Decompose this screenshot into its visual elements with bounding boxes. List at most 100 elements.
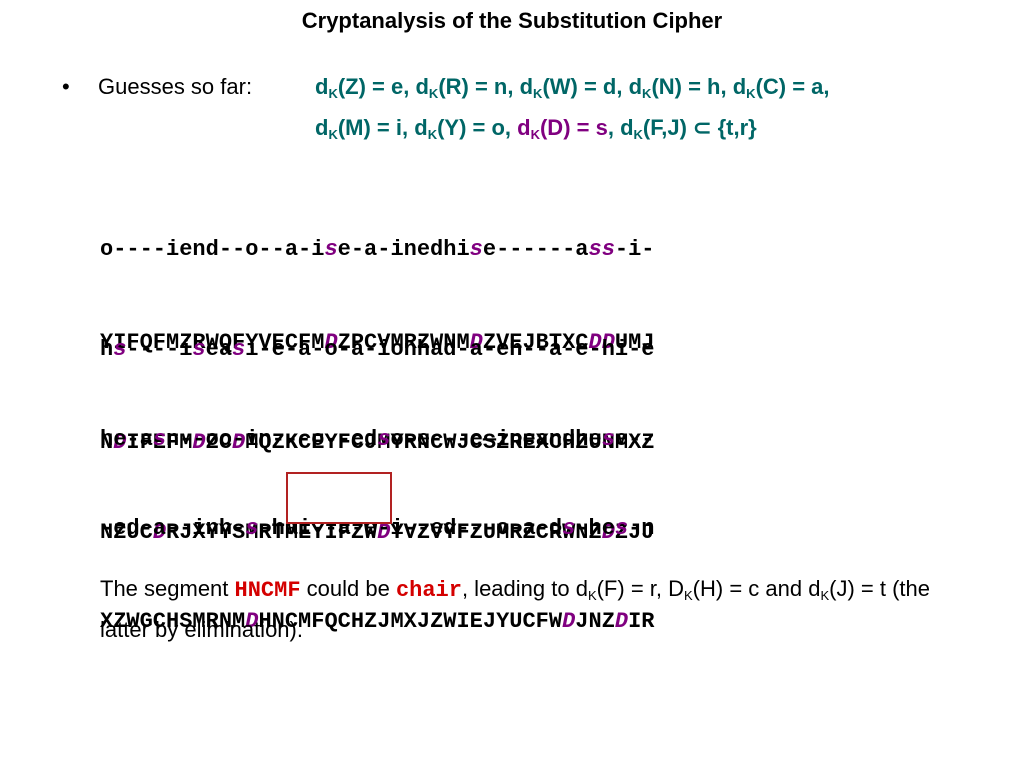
text-segment: he-a <box>100 427 153 452</box>
highlighted-letter: s <box>377 427 391 452</box>
conclusion-part: , leading to d <box>461 576 588 601</box>
highlighted-letter: s <box>601 427 615 452</box>
segment-code: HNCMF <box>234 578 301 603</box>
ciphertext-row: YIFQFMZRWQFYVECFMDZPCVMRZWNMDZVEJBTXCDDU… <box>100 327 655 358</box>
guess-fn: d <box>732 74 747 99</box>
text-segment: ZPCVMRZWNM <box>337 330 470 355</box>
highlighted-letter: s <box>192 337 206 362</box>
plaintext-row: -ed-a--inh-s-hai--a-e-i--ed---o-a-ds-hes… <box>100 513 655 544</box>
subscript: K <box>328 86 338 101</box>
subscript: K <box>428 86 439 101</box>
text-segment: -he <box>575 516 615 541</box>
text-segment: N <box>100 430 114 455</box>
guess-value: (W) = d, <box>542 74 629 99</box>
guess-fn: d <box>628 74 643 99</box>
guess-mapping: dK(W) = d, <box>519 74 629 101</box>
text-segment: IFEFM <box>126 430 193 455</box>
highlighted-letter: s <box>232 337 246 362</box>
conclusion-part: The segment <box>100 576 235 601</box>
highlighted-letter: s <box>614 516 629 541</box>
subscript: K <box>746 86 756 101</box>
text-segment: ----i <box>126 337 193 362</box>
guess-value: (F,J) ⊂ {t,r} <box>642 115 757 140</box>
ciphertext-row: NDIFEFMDZCDMQZKCEYFCJMYRNCWJCSZREXCHZUNM… <box>100 427 655 458</box>
text-segment: e-- <box>614 427 655 452</box>
highlighted-letter: D <box>324 330 338 355</box>
text-segment: n--oo-in---o--ed <box>166 427 378 452</box>
guess-value: (N) = h, <box>651 74 733 99</box>
guesses-list: dK(Z) = e, dK(R) = n, dK(W) = d, dK(N) =… <box>315 70 1024 152</box>
conclusion-part: (F) = r, D <box>596 576 684 601</box>
text-segment: IR <box>628 609 655 634</box>
highlighted-letter: s <box>562 516 576 541</box>
text-segment: MQZKCEYFCJMYRNCWJCSZREXCHZUNMXZ <box>245 430 655 455</box>
guess-value: (D) = s <box>539 115 608 140</box>
guess-fn: d <box>415 74 429 99</box>
guess-fn: d <box>517 115 531 140</box>
plaintext-row: hs----iseasi-e-a-o-a-ionhad-a-en--a-e-hi… <box>100 334 655 365</box>
text-segment: YVZVYFZUMRZCRWNZ <box>390 520 602 545</box>
guess-mapping: dK(R) = n, <box>415 74 520 101</box>
guesses-line-2: dK(M) = i, dK(Y) = o, dK(D) = s, dK(F,J)… <box>315 111 1024 152</box>
guesses-line-1: dK(Z) = e, dK(R) = n, dK(W) = d, dK(N) =… <box>315 74 830 101</box>
guess-value: (R) = n, <box>438 74 520 99</box>
guess-mapping: dK(D) = s <box>517 115 608 142</box>
subscript: K <box>820 588 830 603</box>
cipher-block-4: -ed-a--inh-s-hai--a-e-i--ed---o-a-ds-hes… <box>100 451 655 668</box>
guess-fn: d <box>414 115 428 140</box>
highlighted-letter: D <box>614 609 629 634</box>
plaintext-row: o----iend--o--a-ise-a-inedhise------ass-… <box>100 234 655 265</box>
text-segment: RJXYYSMRTMEYIFZW <box>166 520 378 545</box>
conclusion-part: (H) = c and d <box>692 576 821 601</box>
subscript: K <box>684 588 693 603</box>
text-segment: JNZ <box>575 609 615 634</box>
guess-mapping: dK(M) = i, <box>315 115 415 142</box>
text-segment: XZWGCHSMRNM <box>100 609 246 634</box>
highlighted-letter: D <box>562 609 576 634</box>
guess-value: (M) = i, <box>337 115 415 140</box>
hncmf-highlight-box <box>286 472 392 524</box>
text-segment: -i- <box>614 237 655 262</box>
highlighted-letter: D <box>245 609 259 634</box>
highlighted-letter: ss <box>588 237 615 262</box>
text-segment: -hai--a-e-i--ed---o-a-d <box>258 516 563 541</box>
text-segment: -n <box>628 516 655 541</box>
highlighted-letter: D <box>232 430 246 455</box>
text-segment: HNCMFQCHZJMXJZWIEJYUCFW <box>258 609 563 634</box>
bullet-dot: • <box>62 74 70 99</box>
subscript: K <box>587 588 597 603</box>
subscript: K <box>633 127 643 142</box>
text-segment: i-e-a-o-a-ionhad-a-en--a-e-hi-e <box>245 337 655 362</box>
guess-fn: d <box>519 74 534 99</box>
text-segment: -ed-a--inh- <box>100 516 246 541</box>
text-segment: ea <box>205 337 233 362</box>
ciphertext-row: NZUCDRJXYYSMRTMEYIFZWDYVZVYFZUMRZCRWNZDZ… <box>100 517 655 548</box>
text-segment: UMJ <box>614 330 655 355</box>
guesses-label: Guesses so far: <box>98 74 253 99</box>
cipher-block-2: hs----iseasi-e-a-o-a-ionhad-a-en--a-e-hi… <box>100 272 655 489</box>
text-segment: YIFQFMZRWQFYVECFM <box>100 330 325 355</box>
guess-fn: d <box>315 115 329 140</box>
text-segment: e-a-inedhi <box>337 237 470 262</box>
text-segment: ZC <box>205 430 233 455</box>
guess-mapping: , dK(F,J) ⊂ {t,r} <box>607 115 757 142</box>
slide-title: Cryptanalysis of the Substitution Cipher <box>301 8 723 33</box>
text-segment: h <box>100 337 114 362</box>
text-segment: ZVEJBTXC <box>482 330 589 355</box>
guess-mapping: dK(C) = a, <box>732 74 830 101</box>
text-segment: o----iend--o--a-i <box>100 237 325 262</box>
guess-fn: , d <box>607 115 634 140</box>
highlighted-letter: s <box>113 337 127 362</box>
text-segment: e------a <box>482 237 589 262</box>
guess-mapping: dK(N) = h, <box>628 74 733 101</box>
highlighted-letter: D <box>601 520 615 545</box>
cipher-block-3: he-asn--oo-in---o--edso-e---e—ineandhese… <box>100 362 655 579</box>
text-segment: ZJJ <box>614 520 655 545</box>
guess-fn: d <box>315 74 329 99</box>
guess-mapping: dK(Y) = o, <box>414 115 517 142</box>
guess-mapping: dK(Z) = e, <box>315 74 415 101</box>
highlighted-letter: s <box>324 237 338 262</box>
highlighted-letter: D <box>469 330 483 355</box>
subscript: K <box>533 86 543 101</box>
guess-word: chair <box>395 578 462 603</box>
